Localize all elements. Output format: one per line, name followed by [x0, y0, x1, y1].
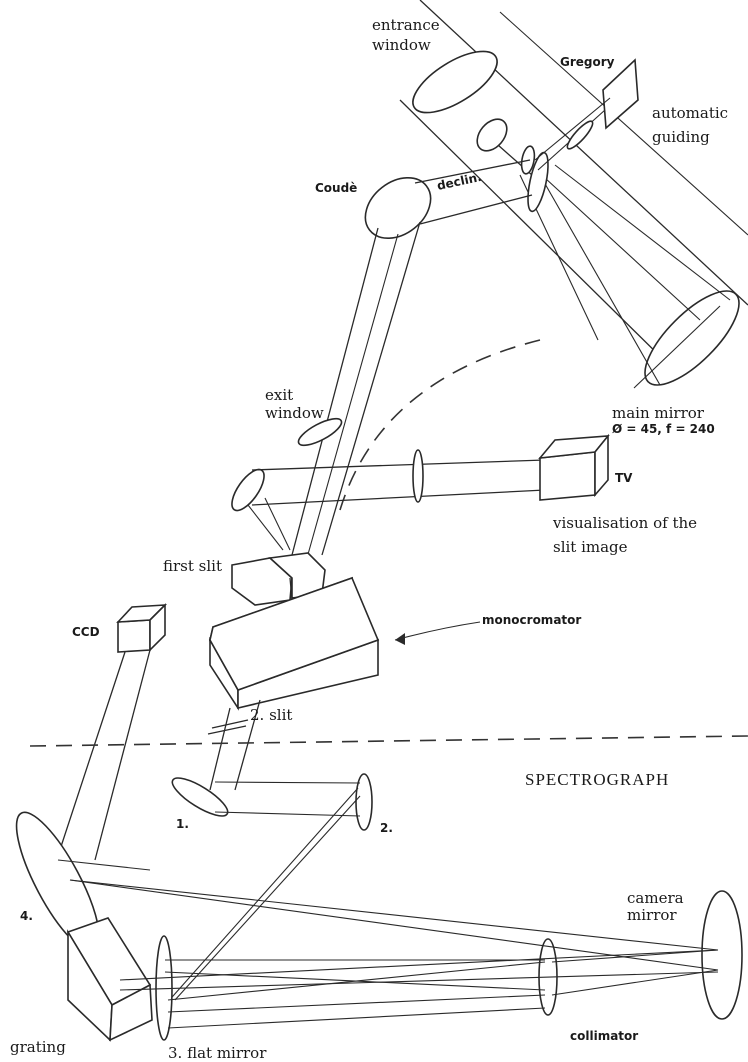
- label-main-mirror: main mirror: [612, 404, 705, 422]
- label-first-slit: first slit: [163, 557, 222, 575]
- monocromator-arrow: [394, 621, 481, 641]
- label-main-mirror-spec: Ø = 45, f = 240: [612, 422, 715, 436]
- label-flat-mirror: 3. flat mirror: [168, 1044, 267, 1062]
- label-slit2: 2. slit: [250, 706, 292, 724]
- coude-arm: [364, 159, 533, 239]
- label-entrance-window: window: [372, 36, 431, 54]
- label-exit: exit: [265, 386, 293, 404]
- ccd-camera: [116, 603, 168, 653]
- main-mirror-shape: [644, 290, 740, 386]
- label-collimator: collimator: [570, 1029, 638, 1043]
- ccd-arm: [49, 649, 151, 881]
- label-entrance: entrance: [372, 16, 440, 34]
- label-tv: TV: [615, 471, 633, 485]
- label-spectrograph: SPECTROGRAPH: [525, 770, 669, 789]
- label-camera-mirror: mirror: [627, 906, 677, 924]
- coude-mirror: [364, 177, 432, 239]
- entrance-window-lens: [412, 50, 498, 114]
- label-automatic: automatic: [652, 104, 728, 122]
- mirror-2: [355, 773, 373, 831]
- gregory-secondary: [476, 118, 549, 213]
- first-slit: [231, 552, 326, 606]
- label-slit-image: slit image: [553, 538, 628, 556]
- camera-mirror: [701, 890, 743, 1020]
- label-visualisation: visualisation of the: [552, 514, 697, 532]
- spectrograph-divider: [29, 735, 748, 747]
- rotation-arc: [339, 339, 541, 511]
- exit-window-lens: [297, 417, 343, 447]
- label-ccd: CCD: [72, 625, 100, 639]
- label-grating: grating: [10, 1038, 66, 1056]
- coude-tube: [291, 221, 421, 566]
- label-monocromator: monocromator: [482, 613, 581, 627]
- label-mirror-2: 2.: [380, 821, 393, 835]
- label-mirror-4: 4.: [20, 909, 33, 923]
- label-coude: Coudè: [315, 181, 357, 195]
- telescope-tube: [399, 0, 748, 389]
- labels: entrance window Gregory automatic guidin…: [10, 16, 728, 1062]
- mirror-1: [171, 777, 229, 817]
- slit-viewing-branch: [231, 449, 546, 551]
- label-camera: camera: [627, 889, 684, 907]
- monocromator-box: [208, 576, 380, 711]
- label-declin: declin.: [436, 170, 483, 193]
- spectrograph-optics: [15, 773, 743, 1042]
- label-exit-window: window: [265, 404, 324, 422]
- monocromator-to-slit2: [207, 699, 261, 791]
- label-mirror-1: 1.: [176, 817, 189, 831]
- automatic-guiding-optics: [534, 58, 639, 171]
- label-gregory: Gregory: [560, 55, 615, 69]
- label-guiding: guiding: [652, 128, 710, 146]
- tv-camera: [538, 433, 610, 501]
